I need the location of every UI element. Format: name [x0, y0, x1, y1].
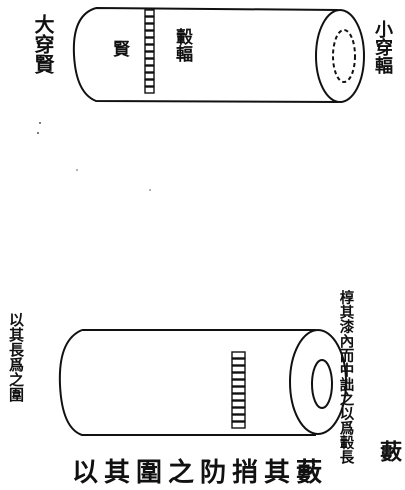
bottom-commentary-2: 藪 [376, 440, 402, 462]
bottom-left-label: 以其長爲之圍 [7, 312, 25, 402]
top-hub-body-outline [72, 7, 339, 103]
bottom-hub-end-outer [289, 329, 347, 435]
top-inner-label-a: 轂輻 [172, 28, 192, 62]
bottom-caption: 以其圍之阞捎其藪 [72, 458, 329, 488]
bottom-hub-end-inner [311, 359, 333, 409]
paper-specks [37, 122, 151, 191]
top-inner-label-b: 賢 [109, 40, 129, 57]
top-left-label: 大穿賢 [31, 14, 55, 74]
bottom-hub-drawing [58, 329, 347, 436]
top-hub-end-outer [315, 9, 365, 103]
bottom-hub-body-outline [58, 329, 316, 436]
top-hub-drawing [72, 7, 365, 103]
top-hub-spoke-holes [144, 9, 155, 94]
bottom-hub-spoke-holes [231, 351, 246, 429]
top-right-label: 小穿輻 [372, 20, 393, 74]
top-hub-end-inner [332, 29, 356, 83]
bottom-commentary-1: 椁其漆內而中詘之以爲轂長 [337, 290, 355, 464]
